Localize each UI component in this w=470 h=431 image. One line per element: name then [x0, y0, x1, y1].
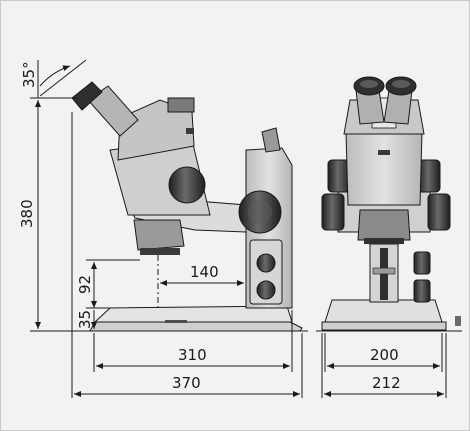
side-camera-port: [167, 97, 195, 113]
side-zoom-knob: [168, 166, 206, 204]
front-zoom-body: [345, 131, 423, 206]
dimension-lines: [30, 59, 462, 398]
side-control-knob-lower: [256, 280, 276, 300]
front-side-knob-lower: [413, 279, 431, 303]
side-objective-lens: [140, 248, 180, 255]
side-base-plate: [89, 321, 303, 332]
base-depth-label: 310: [178, 346, 207, 364]
front-view: [321, 76, 461, 331]
height-total-label: 380: [18, 199, 36, 228]
front-objective: [357, 209, 411, 241]
angle-label: 35°: [20, 61, 38, 88]
front-focus-knob-right: [427, 193, 451, 231]
front-objective-lens: [364, 238, 404, 244]
side-objective: [133, 219, 185, 251]
side-eyepiece-cup: [71, 81, 103, 111]
height-base-label: 35: [76, 310, 94, 329]
front-base-plate: [324, 299, 443, 323]
front-focus-knob-left: [321, 193, 345, 231]
side-view: [71, 81, 303, 332]
total-depth-label: 370: [172, 374, 201, 392]
base-width-label: 200: [370, 346, 399, 364]
reach-label: 140: [190, 263, 219, 281]
side-carry-handle: [261, 127, 281, 153]
height-stage-label: 92: [76, 275, 94, 294]
front-side-knob-upper: [413, 251, 431, 275]
side-control-knob-upper: [256, 253, 276, 273]
side-base-slot: [165, 320, 187, 323]
total-width-label: 212: [372, 374, 401, 392]
